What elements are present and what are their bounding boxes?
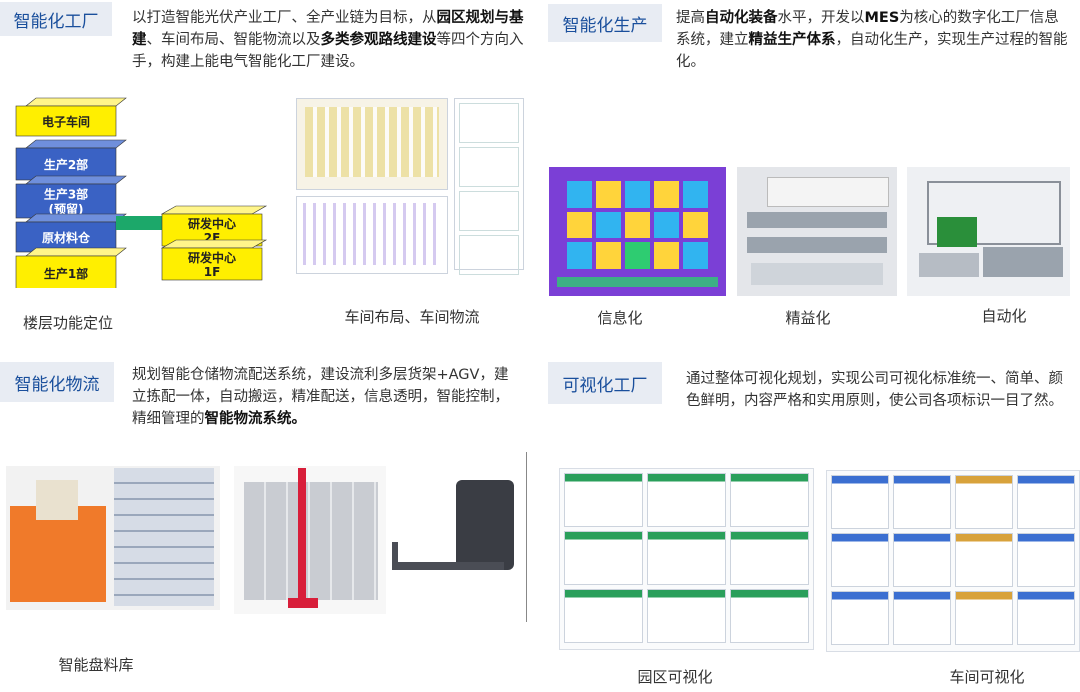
caption-park-visual: 园区可视化: [637, 668, 713, 686]
caption-floor-function: 楼层功能定位: [22, 314, 113, 332]
caption-informatization: 信息化: [597, 309, 643, 327]
automation-image: [907, 167, 1070, 296]
caption-lean: 精益化: [785, 309, 831, 327]
floor-label: 电子车间: [42, 114, 90, 129]
workshop-visualization-image: [826, 470, 1080, 652]
floor-label: 生产1部: [44, 266, 88, 281]
section-tag-smart-logistics: 智能化物流: [0, 362, 114, 402]
emphasis-text: 园区规划与基建: [132, 10, 524, 48]
rd-label: 研发中心: [188, 250, 236, 265]
visual-board-thumb: [1017, 475, 1075, 529]
visual-board-thumb: [955, 591, 1013, 645]
floor-block: [15, 221, 117, 253]
connector-bridge: [116, 216, 168, 230]
section-desc-smart-logistics: 规划智能仓储物流配送系统，建设流利多层货架+AGV，建立拣配一体，自动搬运，精准…: [132, 364, 510, 430]
visual-board-thumb: [564, 531, 643, 585]
forklift-agv-image: [392, 470, 518, 600]
visual-board-thumb: [831, 591, 889, 645]
body-text: 通过整体可视化规划，实现公司可视化标准统一、简单、颜色鲜明，内容严格和实用原则，…: [686, 371, 1063, 409]
visual-board-thumb: [564, 473, 643, 527]
visual-board-thumb: [893, 591, 951, 645]
floor-label: 原材料仓: [42, 230, 91, 245]
visual-board-thumb: [647, 531, 726, 585]
floor-block: [15, 255, 117, 288]
floor-block: [15, 183, 117, 219]
emphasis-text: MES: [864, 10, 900, 26]
floor-block: [15, 105, 117, 137]
floor-label: 生产3部: [44, 187, 88, 202]
visual-board-thumb: [730, 589, 809, 643]
lean-production-image: [737, 167, 897, 296]
body-text: 规划智能仓储物流配送系统，建设流利多层货架+AGV，建立拣配一体，自动搬运，精准…: [132, 367, 509, 427]
visual-board-thumb: [1017, 591, 1075, 645]
floor-block: [15, 147, 117, 181]
floor-label: 生产2部: [44, 157, 88, 172]
workshop-layout-drawings: [296, 94, 524, 275]
rd-label: 1F: [204, 265, 221, 279]
section-tag-smart-production: 智能化生产: [548, 4, 662, 42]
park-visualization-image: [559, 468, 814, 650]
body-text: 以打造智能光伏产业工厂、全产业链为目标，从: [132, 10, 437, 26]
emphasis-text: 多类参观路线建设: [320, 32, 437, 48]
divider-line: [526, 452, 527, 622]
visual-board-thumb: [955, 533, 1013, 587]
section-desc-visual-factory: 通过整体可视化规划，实现公司可视化标准统一、简单、颜色鲜明，内容严格和实用原则，…: [686, 368, 1064, 412]
body-text: 提高: [676, 10, 705, 26]
emphasis-text: 精益生产体系: [748, 32, 836, 48]
rd-block: [161, 247, 263, 281]
emphasis-text: 自动化装备: [705, 10, 778, 26]
body-text: ，自动化生产，实现生产过程的智能化。: [676, 32, 1068, 70]
section-tag-visual-factory: 可视化工厂: [548, 362, 662, 404]
caption-smart-storage: 智能盘料库: [58, 656, 134, 674]
visual-board-thumb: [831, 533, 889, 587]
caption-workshop-visual: 车间可视化: [949, 668, 1025, 686]
visual-board-thumb: [831, 475, 889, 529]
rd-label: 研发中心: [188, 216, 236, 231]
smart-storage-image: [6, 466, 220, 610]
section-desc-smart-factory: 以打造智能光伏产业工厂、全产业链为目标，从园区规划与基建、车间布局、智能物流以及…: [132, 7, 527, 73]
caption-automation: 自动化: [981, 307, 1027, 325]
visual-board-thumb: [893, 533, 951, 587]
floor-label: (预留): [49, 202, 84, 217]
body-text: 为核心的数字化工厂信息系统，建立: [676, 10, 1059, 48]
visual-board-thumb: [893, 475, 951, 529]
section-tag-smart-factory: 智能化工厂: [0, 2, 112, 36]
body-text: 、车间布局、智能物流以及: [146, 32, 321, 48]
mes-dashboard-image: [549, 167, 726, 296]
caption-workshop-layout: 车间布局、车间物流: [344, 308, 480, 326]
visual-board-thumb: [730, 531, 809, 585]
body-text: 水平，开发以: [777, 10, 865, 26]
visual-board-thumb: [647, 473, 726, 527]
emphasis-text: 智能物流系统。: [204, 411, 307, 427]
section-desc-smart-production: 提高自动化装备水平，开发以MES为核心的数字化工厂信息系统，建立精益生产体系，自…: [676, 7, 1070, 73]
visual-board-thumb: [730, 473, 809, 527]
flow-rack-agv-image: [234, 466, 386, 614]
visual-board-thumb: [647, 589, 726, 643]
visual-board-thumb: [955, 475, 1013, 529]
visual-board-thumb: [564, 589, 643, 643]
body-text: 等四个方向入手，构建上能电气智能化工厂建设。: [132, 32, 524, 70]
visual-board-thumb: [1017, 533, 1075, 587]
